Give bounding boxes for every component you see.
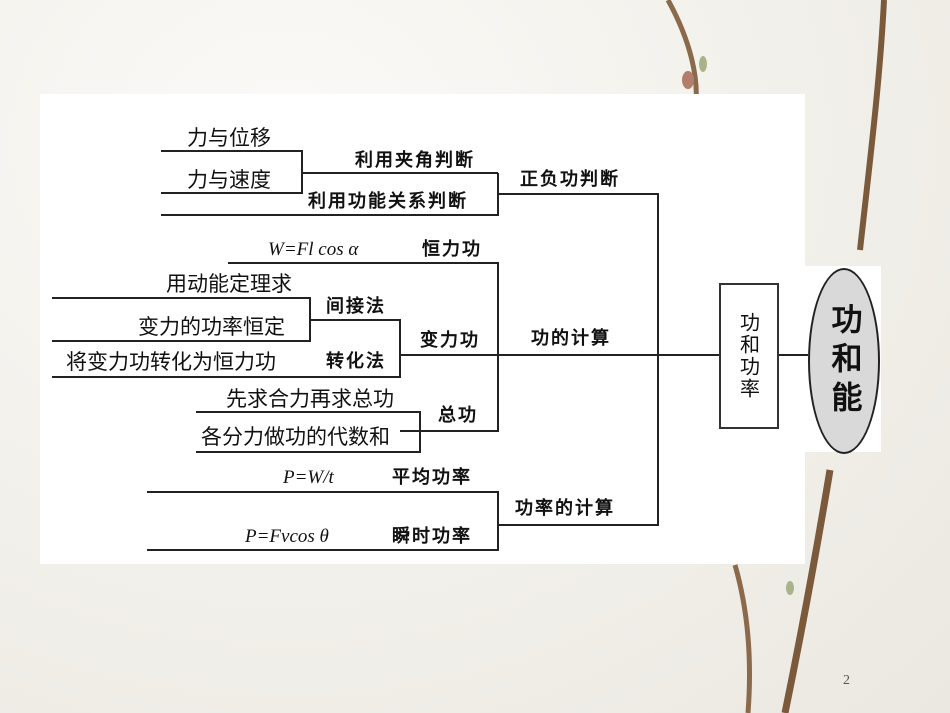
node-work-calculation: 功的计算 [531,328,611,349]
node-angle-method: 利用夹角判断 [355,150,475,171]
node-total-work: 总功 [438,405,478,426]
node-net-force-first: 先求合力再求总功 [226,387,394,411]
page-number: 2 [843,673,850,688]
node-kinetic-theorem: 用动能定理求 [166,272,292,296]
node-constant-force-work: 恒力功 [422,239,482,260]
node-force-velocity: 力与速度 [187,168,271,192]
node-instant-power: 瞬时功率 [392,526,472,547]
node-sign-judgment: 正负功判断 [520,169,620,190]
node-energy-method: 利用功能关系判断 [308,191,468,212]
formula-instant-power: P=Fvcos θ [245,526,329,547]
node-conversion-method: 转化法 [326,351,386,372]
work-energy-label: 功和能 [825,302,862,420]
node-algebraic-sum: 各分力做功的代数和 [201,425,390,449]
node-work-and-power: 功和功率 [719,283,779,429]
formula-average-power: P=W/t [283,467,334,488]
node-indirect-method: 间接法 [326,296,386,317]
node-force-displacement: 力与位移 [187,126,271,150]
work-power-label: 功和功率 [736,312,761,400]
node-average-power: 平均功率 [392,467,472,488]
node-variable-force-work: 变力功 [420,330,480,351]
node-convert-to-constant: 将变力功转化为恒力功 [66,350,276,374]
node-work-and-energy: 功和能 [808,268,880,454]
node-power-calculation: 功率的计算 [515,498,615,519]
formula-constant-work: W=Fl cos α [268,239,359,260]
node-constant-power: 变力的功率恒定 [138,315,285,339]
